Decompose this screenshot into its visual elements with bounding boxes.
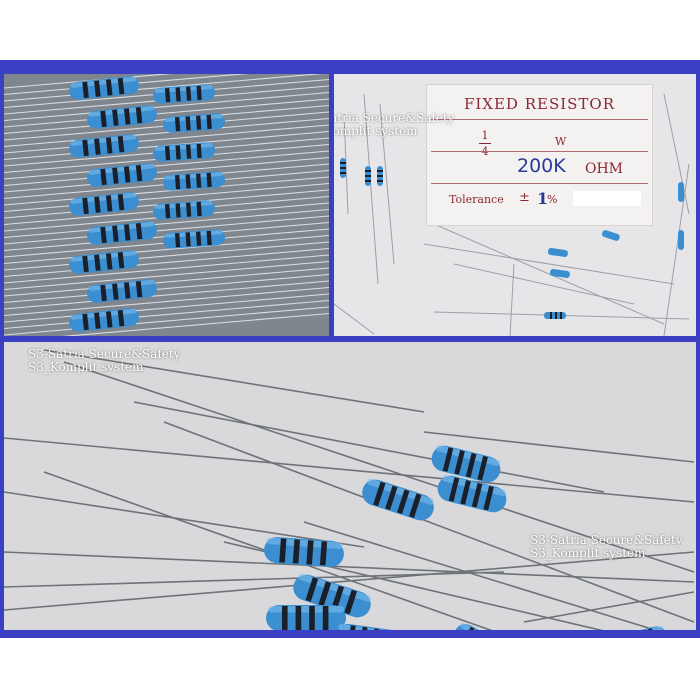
resistor xyxy=(153,142,215,162)
watermark-line-1: S3-Satria Secure&Safety xyxy=(530,533,683,547)
tolerance-percent: % xyxy=(547,193,558,206)
resistor xyxy=(293,573,372,618)
tolerance-sign: ± xyxy=(519,190,530,205)
resistor xyxy=(69,250,139,274)
fixed-resistor-label: FIXED RESISTOR 1 4 W 200K OHM Tolerance … xyxy=(426,84,653,226)
watermark-line-2: S3_Komplit system xyxy=(530,546,646,560)
resistor xyxy=(264,537,344,567)
tolerance-value: 1 xyxy=(537,189,549,208)
resistor xyxy=(163,229,225,249)
resistor xyxy=(87,279,157,303)
bulk-resistors-illustration xyxy=(4,74,329,336)
watermark-middle: S3-Satria Secure&Safety S3_Komplit syste… xyxy=(28,348,180,374)
closeup-resistors-photo: S3-Satria Secure&Safety S3_Komplit syste… xyxy=(4,342,696,630)
resistor xyxy=(153,84,215,104)
label-divider xyxy=(431,119,648,120)
label-title: FIXED RESISTOR xyxy=(463,95,616,113)
watermark-line-2: S3_Komplit system xyxy=(334,124,418,138)
watermark-top: S3-Satria Secure&Safety S3_Komplit syste… xyxy=(334,112,454,138)
resistor xyxy=(431,445,501,483)
resistor xyxy=(87,105,157,129)
power-numerator: 1 xyxy=(481,129,489,142)
resistance-value: 200K xyxy=(517,155,566,177)
resistor xyxy=(163,113,225,133)
redacted-area xyxy=(573,191,641,206)
resistor xyxy=(87,163,157,187)
resistor xyxy=(335,623,405,630)
power-unit: W xyxy=(555,135,567,148)
label-divider xyxy=(431,183,648,184)
label-divider xyxy=(431,151,648,152)
package-label-photo: FIXED RESISTOR 1 4 W 200K OHM Tolerance … xyxy=(334,74,696,336)
resistor xyxy=(69,134,139,158)
closeup-resistors-illustration xyxy=(4,342,696,630)
resistor xyxy=(69,76,139,100)
resistance-unit: OHM xyxy=(585,161,624,177)
watermark-line-1: S3-Satria Secure&Safety xyxy=(28,347,181,361)
resistor xyxy=(362,478,435,521)
watermark-line-1: S3-Satria Secure&Safety xyxy=(334,111,455,125)
power-rating-fraction: 1 4 xyxy=(479,129,491,158)
watermark-bottom: S3-Satria Secure&Safety S3_Komplit syste… xyxy=(530,534,682,560)
resistor xyxy=(163,171,225,191)
resistor xyxy=(69,192,139,216)
bulk-resistors-photo xyxy=(4,74,329,336)
resistor xyxy=(437,475,507,513)
resistor xyxy=(69,308,139,332)
watermark-line-2: S3_Komplit system xyxy=(28,360,144,374)
tolerance-label: Tolerance xyxy=(449,193,504,206)
resistor xyxy=(153,200,215,220)
resistor xyxy=(266,605,346,630)
resistor xyxy=(87,221,157,245)
product-photo-collage: FIXED RESISTOR 1 4 W 200K OHM Tolerance … xyxy=(0,60,700,638)
